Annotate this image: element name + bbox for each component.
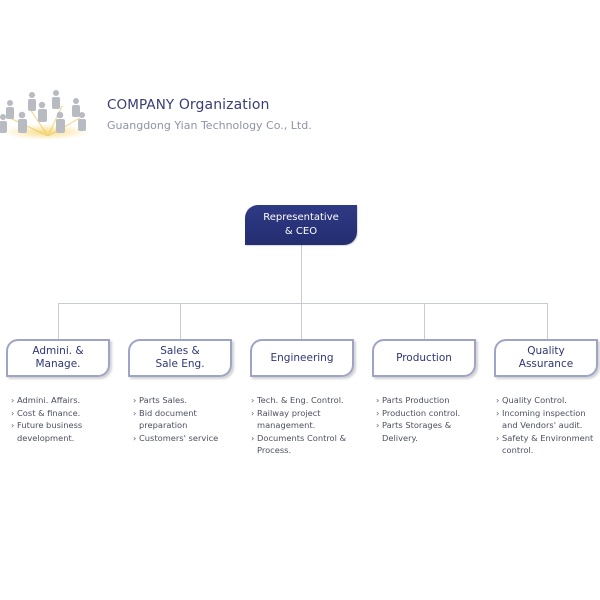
duty-item: Bid document preparation — [133, 407, 233, 432]
dept-name-line: Admini. & — [32, 345, 84, 357]
duty-item: Customers' service — [133, 432, 233, 445]
ceo-box: Representative & CEO — [245, 205, 357, 245]
duties-list-engineering: Tech. & Eng. Control. Railway project ma… — [251, 394, 355, 457]
dept-box-production: Production — [372, 339, 476, 377]
duties-list-admin: Admini. Affairs. Cost & finance. Future … — [11, 394, 115, 444]
company-name: Guangdong Yian Technology Co., Ltd. — [107, 119, 312, 132]
dept-name-line: Sale Eng. — [155, 358, 205, 370]
duties-list-production: Parts Production Production control. Par… — [376, 394, 474, 444]
dept-name-line: Production — [396, 351, 452, 364]
duty-item: Tech. & Eng. Control. — [251, 394, 355, 407]
duty-item: Incoming inspection and Vendors' audit. — [496, 407, 598, 432]
title-prefix: COMPANY — [107, 97, 175, 113]
dept-box-sales: Sales & Sale Eng. — [128, 339, 232, 377]
duty-item: Safety & Environment control. — [496, 432, 598, 457]
dept-box-admin: Admini. & Manage. — [6, 339, 110, 377]
dept-name-line: Sales & — [160, 345, 200, 357]
duty-item: Parts Storages & Delivery. — [376, 419, 474, 444]
duty-item: Parts Production — [376, 394, 474, 407]
duty-item: Production control. — [376, 407, 474, 420]
duties-list-sales: Parts Sales. Bid document preparation Cu… — [133, 394, 233, 444]
dept-box-quality: Quality Assurance — [494, 339, 598, 377]
duty-item: Parts Sales. — [133, 394, 233, 407]
duty-item: Documents Control & Process. — [251, 432, 355, 457]
ceo-label-line-1: Representative — [263, 212, 339, 223]
duty-item: Railway project management. — [251, 407, 355, 432]
title-suffix: Organization — [174, 97, 270, 113]
dept-box-engineering: Engineering — [250, 339, 354, 377]
duty-item: Cost & finance. — [11, 407, 115, 420]
ceo-label-line-2: & CEO — [284, 226, 318, 237]
dept-name-line: Quality — [527, 345, 565, 357]
duty-item: Admini. Affairs. — [11, 394, 115, 407]
dept-name-line: Manage. — [35, 358, 81, 370]
dept-name-line: Assurance — [518, 358, 574, 370]
page-title: COMPANY Organization — [107, 97, 270, 113]
duties-list-quality: Quality Control. Incoming inspection and… — [496, 394, 598, 457]
duty-item: Quality Control. — [496, 394, 598, 407]
dept-name-line: Engineering — [270, 351, 334, 364]
people-network-icon — [0, 90, 90, 140]
duty-item: Future business development. — [11, 419, 115, 444]
